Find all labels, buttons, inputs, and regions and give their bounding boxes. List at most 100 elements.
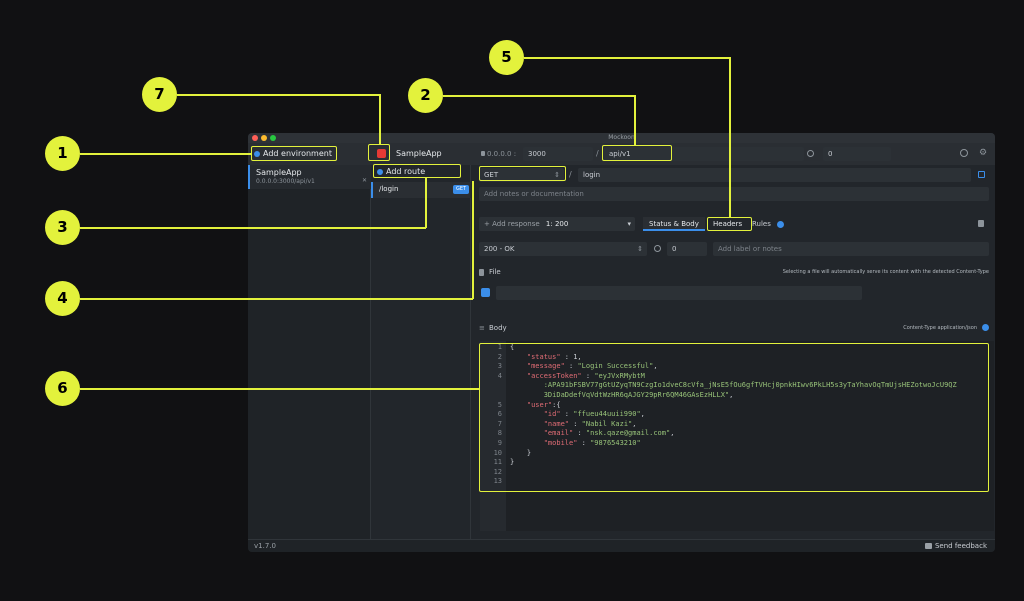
code-token: "status" <box>526 352 561 361</box>
environment-toolbar: Add environment SampleApp 0.0.0.0 : 3000… <box>248 143 995 165</box>
line-number: 9 <box>497 438 502 447</box>
highlight-method <box>479 166 566 181</box>
route-item[interactable]: /login GET <box>371 182 471 198</box>
method-select[interactable]: GET⇕ <box>479 168 564 182</box>
stop-icon[interactable] <box>377 149 386 158</box>
send-feedback-label: Send feedback <box>934 542 987 550</box>
code-token: "9876543210" <box>590 438 641 447</box>
line-number: 1 <box>497 343 502 351</box>
tab-headers[interactable]: Headers <box>713 220 743 228</box>
add-route-button[interactable]: Add route <box>377 167 425 176</box>
file-hint: Selecting a file will automatically serv… <box>782 269 989 275</box>
route-path-input[interactable]: login <box>578 168 971 182</box>
code-content[interactable]: { "status" : 1, "message" : "Login Succe… <box>510 343 957 487</box>
code-token: "mobile" <box>543 438 578 447</box>
status-code-select[interactable]: 200 - OK ⇕ <box>479 242 647 256</box>
response-label-input[interactable]: Add label or notes <box>713 242 989 256</box>
highlight-stop-button <box>368 144 390 161</box>
code-token: } <box>510 448 532 457</box>
code-line: "mobile" : "9876543210" <box>510 439 957 449</box>
code-token: "Login Successful" <box>577 362 654 371</box>
method-value: GET <box>484 171 499 179</box>
code-token: :APA91bFSBV77gGtUZyqTN9CzgIo1dveC8cVfa_j… <box>510 381 957 390</box>
add-route-label: Add route <box>386 167 426 176</box>
title-bar: Mockoon <box>248 133 995 143</box>
app-window: Mockoon Add environment SampleApp 0.0.0.… <box>248 133 995 552</box>
route-item-path: /login <box>379 185 399 193</box>
line-number: 8 <box>497 429 502 438</box>
route-notes-input[interactable]: Add notes or documentation <box>479 187 989 201</box>
file-path-input[interactable] <box>496 286 862 300</box>
line-number: 10 <box>493 448 502 457</box>
code-token: "name" <box>543 419 570 428</box>
code-token: , <box>653 362 658 371</box>
highlight-prefix <box>602 145 672 161</box>
highlight-add-route <box>373 164 461 178</box>
code-line: } <box>510 458 957 468</box>
line-number: 12 <box>493 467 502 476</box>
close-window-button[interactable] <box>252 135 258 141</box>
environment-item[interactable]: SampleApp 0.0.0.0:3000/api/v1 ✕ <box>248 165 371 189</box>
send-feedback-link[interactable]: Send feedback <box>924 542 987 550</box>
trash-icon[interactable] <box>978 220 984 227</box>
code-line: "email" : "nsk.qaze@gmail.com", <box>510 429 957 439</box>
callout-6: 6 <box>45 371 80 406</box>
code-token: "message" <box>526 362 565 371</box>
chat-icon <box>924 543 932 549</box>
status-value: 200 - OK <box>484 245 515 253</box>
code-token: "accessToken" <box>526 371 582 380</box>
browse-file-icon[interactable] <box>481 288 490 297</box>
code-token: : 1, <box>560 352 582 361</box>
callout-3: 3 <box>45 210 80 245</box>
code-token: , <box>640 410 645 419</box>
prefix-input[interactable]: api/v1 <box>604 147 804 161</box>
delete-env-icon[interactable]: ✕ <box>362 177 368 184</box>
external-link-icon[interactable] <box>978 171 985 178</box>
environment-name: SampleApp <box>396 149 442 158</box>
code-line: "accessToken" : "eyJVxRMybtM <box>510 372 957 382</box>
chevron-updown-icon: ⇕ <box>637 245 643 253</box>
lock-icon <box>481 151 485 156</box>
code-token: "user" <box>526 400 553 409</box>
add-environment-button[interactable]: Add environment <box>254 149 332 158</box>
hostname-label: 0.0.0.0 : <box>481 150 516 158</box>
content-type-label: Content-Type application/json <box>903 325 977 331</box>
path-separator: / <box>569 170 572 179</box>
environment-item-name: SampleApp <box>256 168 302 177</box>
body-label: Body <box>489 324 507 332</box>
connector-5a <box>524 57 730 59</box>
code-token: , <box>729 390 734 399</box>
route-method-badge: GET <box>453 185 470 194</box>
connector-3b <box>425 178 427 228</box>
minimize-window-button[interactable] <box>261 135 267 141</box>
code-token: "email" <box>543 429 574 438</box>
routes-panel: Add route /login GET <box>371 165 471 539</box>
gear-icon[interactable]: ⚙ <box>979 148 988 158</box>
code-token: : <box>564 362 578 371</box>
response-latency-input[interactable]: 0 <box>667 242 707 256</box>
plus-circle-icon <box>377 169 383 175</box>
connector-4b <box>472 181 474 299</box>
response-select[interactable]: + Add response 1: 200 ▾ <box>479 217 635 231</box>
line-number: 13 <box>493 477 502 486</box>
history-icon[interactable] <box>960 149 968 157</box>
port-input[interactable]: 3000 <box>523 147 593 161</box>
line-number: 11 <box>493 458 502 467</box>
highlight-headers-tab <box>707 217 752 231</box>
tab-status-body[interactable]: Status & Body <box>643 217 705 231</box>
maximize-window-button[interactable] <box>270 135 276 141</box>
code-token: : <box>573 429 586 438</box>
latency-input[interactable]: 0 <box>823 147 891 161</box>
connector-2b <box>634 95 636 145</box>
callout-4: 4 <box>45 281 80 316</box>
line-number: 7 <box>497 419 502 428</box>
window-title: Mockoon <box>608 134 635 141</box>
version-label: v1.7.0 <box>254 542 276 550</box>
code-token: { <box>510 343 515 351</box>
code-token: "nsk.qaze@gmail.com" <box>585 429 671 438</box>
tab-rules[interactable]: Rules <box>752 220 771 228</box>
environment-item-url: 0.0.0.0:3000/api/v1 <box>256 178 315 185</box>
code-line: "user":{ <box>510 401 957 411</box>
